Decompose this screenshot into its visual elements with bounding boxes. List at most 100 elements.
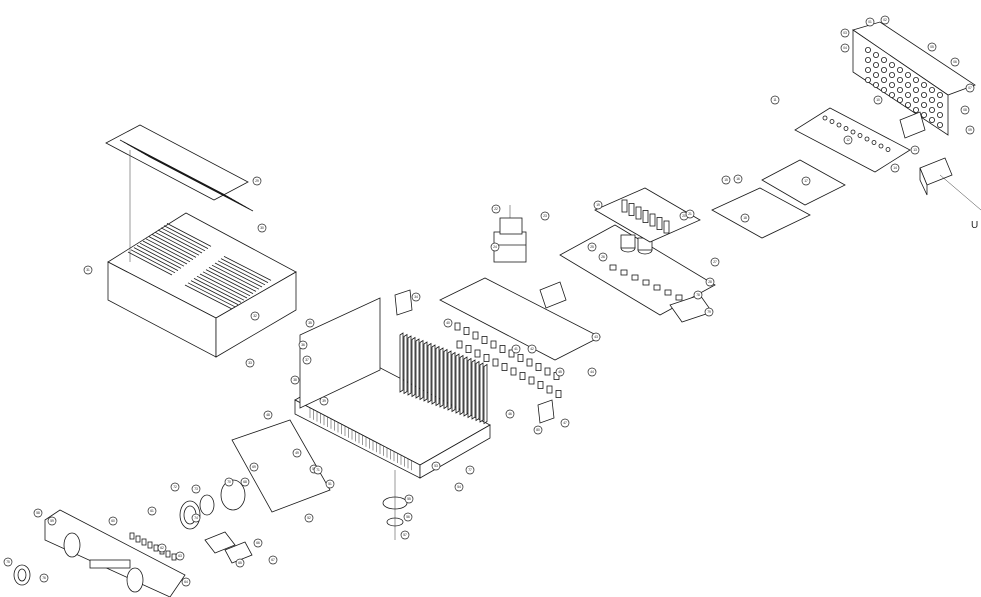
part-callout: 09 xyxy=(965,125,975,135)
callout-circle xyxy=(593,200,603,210)
vent-slot xyxy=(211,264,260,290)
part-callout: 62 xyxy=(157,543,167,553)
psu-component xyxy=(620,269,628,276)
callout-number: 64 xyxy=(184,580,188,584)
connector-pin xyxy=(836,122,842,128)
vent-slot xyxy=(166,223,212,247)
transistor xyxy=(528,376,535,385)
rear-jack xyxy=(921,92,928,99)
callout-number: 21 xyxy=(688,212,692,216)
callout-circle xyxy=(950,57,960,67)
callout-number: 66 xyxy=(256,541,260,545)
part-callout: 33 xyxy=(245,358,255,368)
heat-fin xyxy=(447,350,452,411)
callout-circle xyxy=(404,494,414,504)
part-callout: 56 xyxy=(403,512,413,522)
callout-circle xyxy=(325,479,335,489)
part-callout: 78 xyxy=(693,290,703,300)
callout-number: 06 xyxy=(953,60,957,64)
front-button xyxy=(129,532,135,540)
callout-circle xyxy=(685,209,695,219)
part-callout: 55 xyxy=(404,494,414,504)
transistor xyxy=(474,349,481,358)
relay-board xyxy=(594,187,701,243)
relay xyxy=(621,199,628,213)
transistor xyxy=(510,367,517,376)
callout-number: 51 xyxy=(328,482,332,486)
heat-fin xyxy=(439,347,444,408)
part-callout: 57 xyxy=(400,530,410,540)
part-callout: 42 xyxy=(527,344,537,354)
heat-fin xyxy=(419,339,424,401)
callout-circle xyxy=(927,42,937,52)
rear-jack xyxy=(929,97,936,104)
heat-fin xyxy=(403,333,408,395)
part-callout: 54 xyxy=(454,482,464,492)
callout-number: 22 xyxy=(494,207,498,211)
rear-jack xyxy=(897,97,904,104)
callout-circle xyxy=(598,252,608,262)
rear-jack xyxy=(905,72,912,79)
part-callout: 58 xyxy=(33,508,43,518)
callout-number: 11 xyxy=(773,98,777,102)
rear-jack xyxy=(889,92,896,99)
callout-number: 74 xyxy=(194,516,198,520)
callout-circle xyxy=(39,573,49,583)
part-callout: 41 xyxy=(511,344,521,354)
transistor xyxy=(465,345,472,353)
callout-circle xyxy=(454,482,464,492)
callout-number: 25 xyxy=(590,245,594,249)
callout-number: 18 xyxy=(743,216,747,220)
part-callout: 74 xyxy=(191,513,201,523)
relay xyxy=(663,220,670,234)
vent-slot xyxy=(151,234,197,258)
callout-circle xyxy=(181,577,191,587)
callout-number: 26 xyxy=(601,255,605,259)
part-callout: 79 xyxy=(704,307,714,317)
rear-jack xyxy=(881,77,888,84)
connector-pin xyxy=(857,133,863,138)
rear-jack xyxy=(873,82,880,89)
part-callout: 40 xyxy=(443,318,453,328)
part-callout: 69 xyxy=(249,462,259,472)
callout-number: 02 xyxy=(883,18,887,22)
callout-number: 36 xyxy=(301,343,305,347)
small-brackets xyxy=(204,111,926,564)
callout-circle xyxy=(249,462,259,472)
callout-number: 46 xyxy=(508,412,512,416)
transistor xyxy=(508,349,515,358)
callout-number: 61 xyxy=(150,509,154,513)
callout-circle xyxy=(465,465,475,475)
heat-fin xyxy=(451,351,456,413)
part-callout: 01 xyxy=(865,17,875,27)
part-callout: 68 xyxy=(240,477,250,487)
callout-number: 04 xyxy=(843,46,847,50)
connector-pin xyxy=(885,147,891,152)
relay xyxy=(628,203,635,216)
callout-circle xyxy=(587,367,597,377)
callout-number: 01 xyxy=(868,20,872,24)
connector-pin xyxy=(878,143,884,149)
vent-slot xyxy=(202,271,251,297)
rear-jack xyxy=(905,102,912,109)
grille-slot xyxy=(147,155,254,212)
callout-number: 47 xyxy=(563,421,567,425)
callout-number: 27 xyxy=(713,260,717,264)
callout-circle xyxy=(298,340,308,350)
heat-fin xyxy=(431,344,436,405)
side-bracket xyxy=(299,297,381,409)
callout-circle xyxy=(540,211,550,221)
part-callout: 63 xyxy=(175,551,185,561)
part-callout: 53 xyxy=(431,461,441,471)
transistor xyxy=(481,336,488,344)
rear-jack xyxy=(905,82,912,89)
part-callout: 72 xyxy=(170,482,180,492)
heat-fin xyxy=(443,348,448,410)
rear-jack xyxy=(873,52,880,59)
callout-circle xyxy=(490,242,500,252)
part-callout: 25 xyxy=(587,242,597,252)
part-callout: 76 xyxy=(39,573,49,583)
heat-fin xyxy=(423,341,428,402)
callout-circle xyxy=(705,277,715,287)
